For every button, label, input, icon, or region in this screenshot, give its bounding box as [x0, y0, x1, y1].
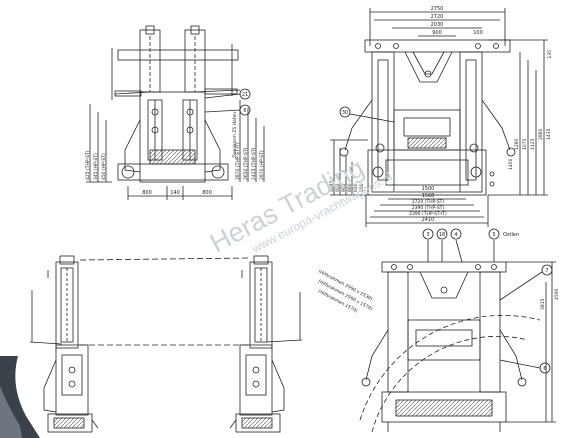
detail-balloon-3-circle — [422, 228, 434, 240]
detail-balloon-7: 7 — [545, 268, 548, 274]
detail-left-rail — [387, 271, 409, 393]
top-dim-1500: 1500 — [422, 186, 435, 192]
detail-balloon-5-circle — [488, 228, 500, 240]
front-vlabel-1: 425 (THP-ST) — [85, 150, 91, 180]
front-height-2: 2650 (THP-ST) — [243, 147, 249, 180]
detail-top-beam — [381, 261, 507, 273]
corner-logo-mark — [0, 356, 40, 438]
front-body — [139, 91, 206, 183]
top-view-text: 2750 2720 2030 900 100 30 1500 1568 2720… — [329, 6, 553, 223]
side-left-mast — [55, 261, 79, 349]
front-height-4: 2870 (HP-ST) — [259, 150, 265, 180]
front-dim-800-left: 800 — [142, 190, 152, 196]
front-balloon-21: 21 — [242, 92, 248, 98]
side-view-left — [29, 255, 251, 433]
top-dim-2750: 2750 — [431, 6, 444, 12]
front-balloon-6-circle — [239, 104, 251, 116]
detail-balloon-18: 18 — [439, 232, 445, 238]
front-balloon-21-circle — [239, 88, 251, 100]
detail-right-rail — [479, 271, 501, 393]
top-view-beam — [364, 39, 511, 53]
top-dim-2720-thp: 2720 (THP-ST) — [412, 199, 445, 205]
front-vlabel-2: 345 (HP-ST) — [93, 153, 99, 180]
top-ldim-1045: 1045 — [329, 180, 335, 192]
detail-rdim-3815: 3815 — [540, 298, 546, 310]
top-rdim-1075: 1075 — [522, 138, 528, 150]
front-height-1: 2870 (THP-ST-IT) — [235, 142, 241, 180]
detail-balloon-18-circle — [436, 228, 448, 240]
top-dim-1568: 1568 — [422, 193, 435, 199]
top-ldim-650: 650 — [353, 183, 359, 192]
top-dim-2390-thp-it: 2390 (THP-ST-IT) — [409, 211, 447, 217]
front-dim-140: 140 — [170, 190, 180, 196]
top-dim-900: 900 — [432, 30, 442, 36]
detail-balloon-5: 5 — [492, 232, 495, 238]
top-dim-100: 100 — [473, 30, 483, 36]
front-top-beam — [117, 49, 239, 61]
detail-view-text: 3 18 4 5 7 6 Ostlen (Hilfsrahmen 2990 x … — [317, 232, 560, 372]
detail-balloon-6-circle — [539, 362, 551, 374]
top-rdim-1400: 1400 — [508, 158, 514, 170]
side-right-body — [239, 344, 273, 416]
top-rdim-1280: 1280 — [514, 138, 520, 150]
front-dim-800-right: 800 — [202, 190, 212, 196]
front-balloon-6: 6 — [243, 108, 246, 114]
front-height-3: 2425 (THP-ST) — [251, 147, 257, 180]
top-ldim-550: 550 — [359, 183, 365, 192]
detail-callout-ostlen: Ostlen — [503, 232, 519, 238]
top-dim-2390-thp: 2390 (THP-ST) — [412, 205, 445, 211]
detail-balloon-6: 6 — [543, 366, 546, 372]
front-wheel-right — [211, 165, 225, 179]
top-balloon-30-circle — [339, 106, 351, 118]
top-ldim-860: 860 — [347, 183, 353, 192]
top-ldim-905: 905 — [341, 183, 347, 192]
top-rdim-2860: 2860 — [538, 128, 544, 140]
top-rdim-1125: 1125 — [530, 138, 536, 150]
front-wheel-left — [121, 165, 135, 179]
side-right-mast — [249, 261, 273, 349]
detail-view — [359, 228, 556, 433]
top-rdim-135: 135 — [547, 50, 553, 59]
top-rdim-1435: 1435 — [546, 128, 552, 140]
front-side-note: Zwenkarm ZS Hafen — [232, 112, 238, 158]
detail-balloon-4-circle — [450, 228, 462, 240]
top-ldim-935: 935 — [335, 183, 341, 192]
swing-arc-outer — [359, 314, 541, 421]
side-left-body — [55, 344, 89, 416]
top-dim-2410: 2410 — [422, 217, 435, 223]
front-view — [86, 25, 265, 200]
top-view — [330, 8, 548, 227]
front-vlabel-3: 450 (HP-ST) — [101, 153, 107, 180]
detail-balloon-3: 3 — [426, 232, 429, 238]
detail-balloon-4: 4 — [454, 232, 457, 238]
side-link-dashed-top — [79, 257, 251, 261]
front-view-text: 21 6 800 140 800 425 (THP-ST) 345 (HP-ST… — [85, 92, 265, 196]
detail-rdim-4590: 4590 — [554, 288, 560, 300]
swing-arc-inner — [371, 335, 529, 433]
top-dim-2720: 2720 — [431, 14, 444, 20]
top-dim-2030: 2030 — [431, 22, 444, 28]
side-view-right — [229, 255, 303, 433]
top-balloon-30: 30 — [342, 110, 348, 116]
